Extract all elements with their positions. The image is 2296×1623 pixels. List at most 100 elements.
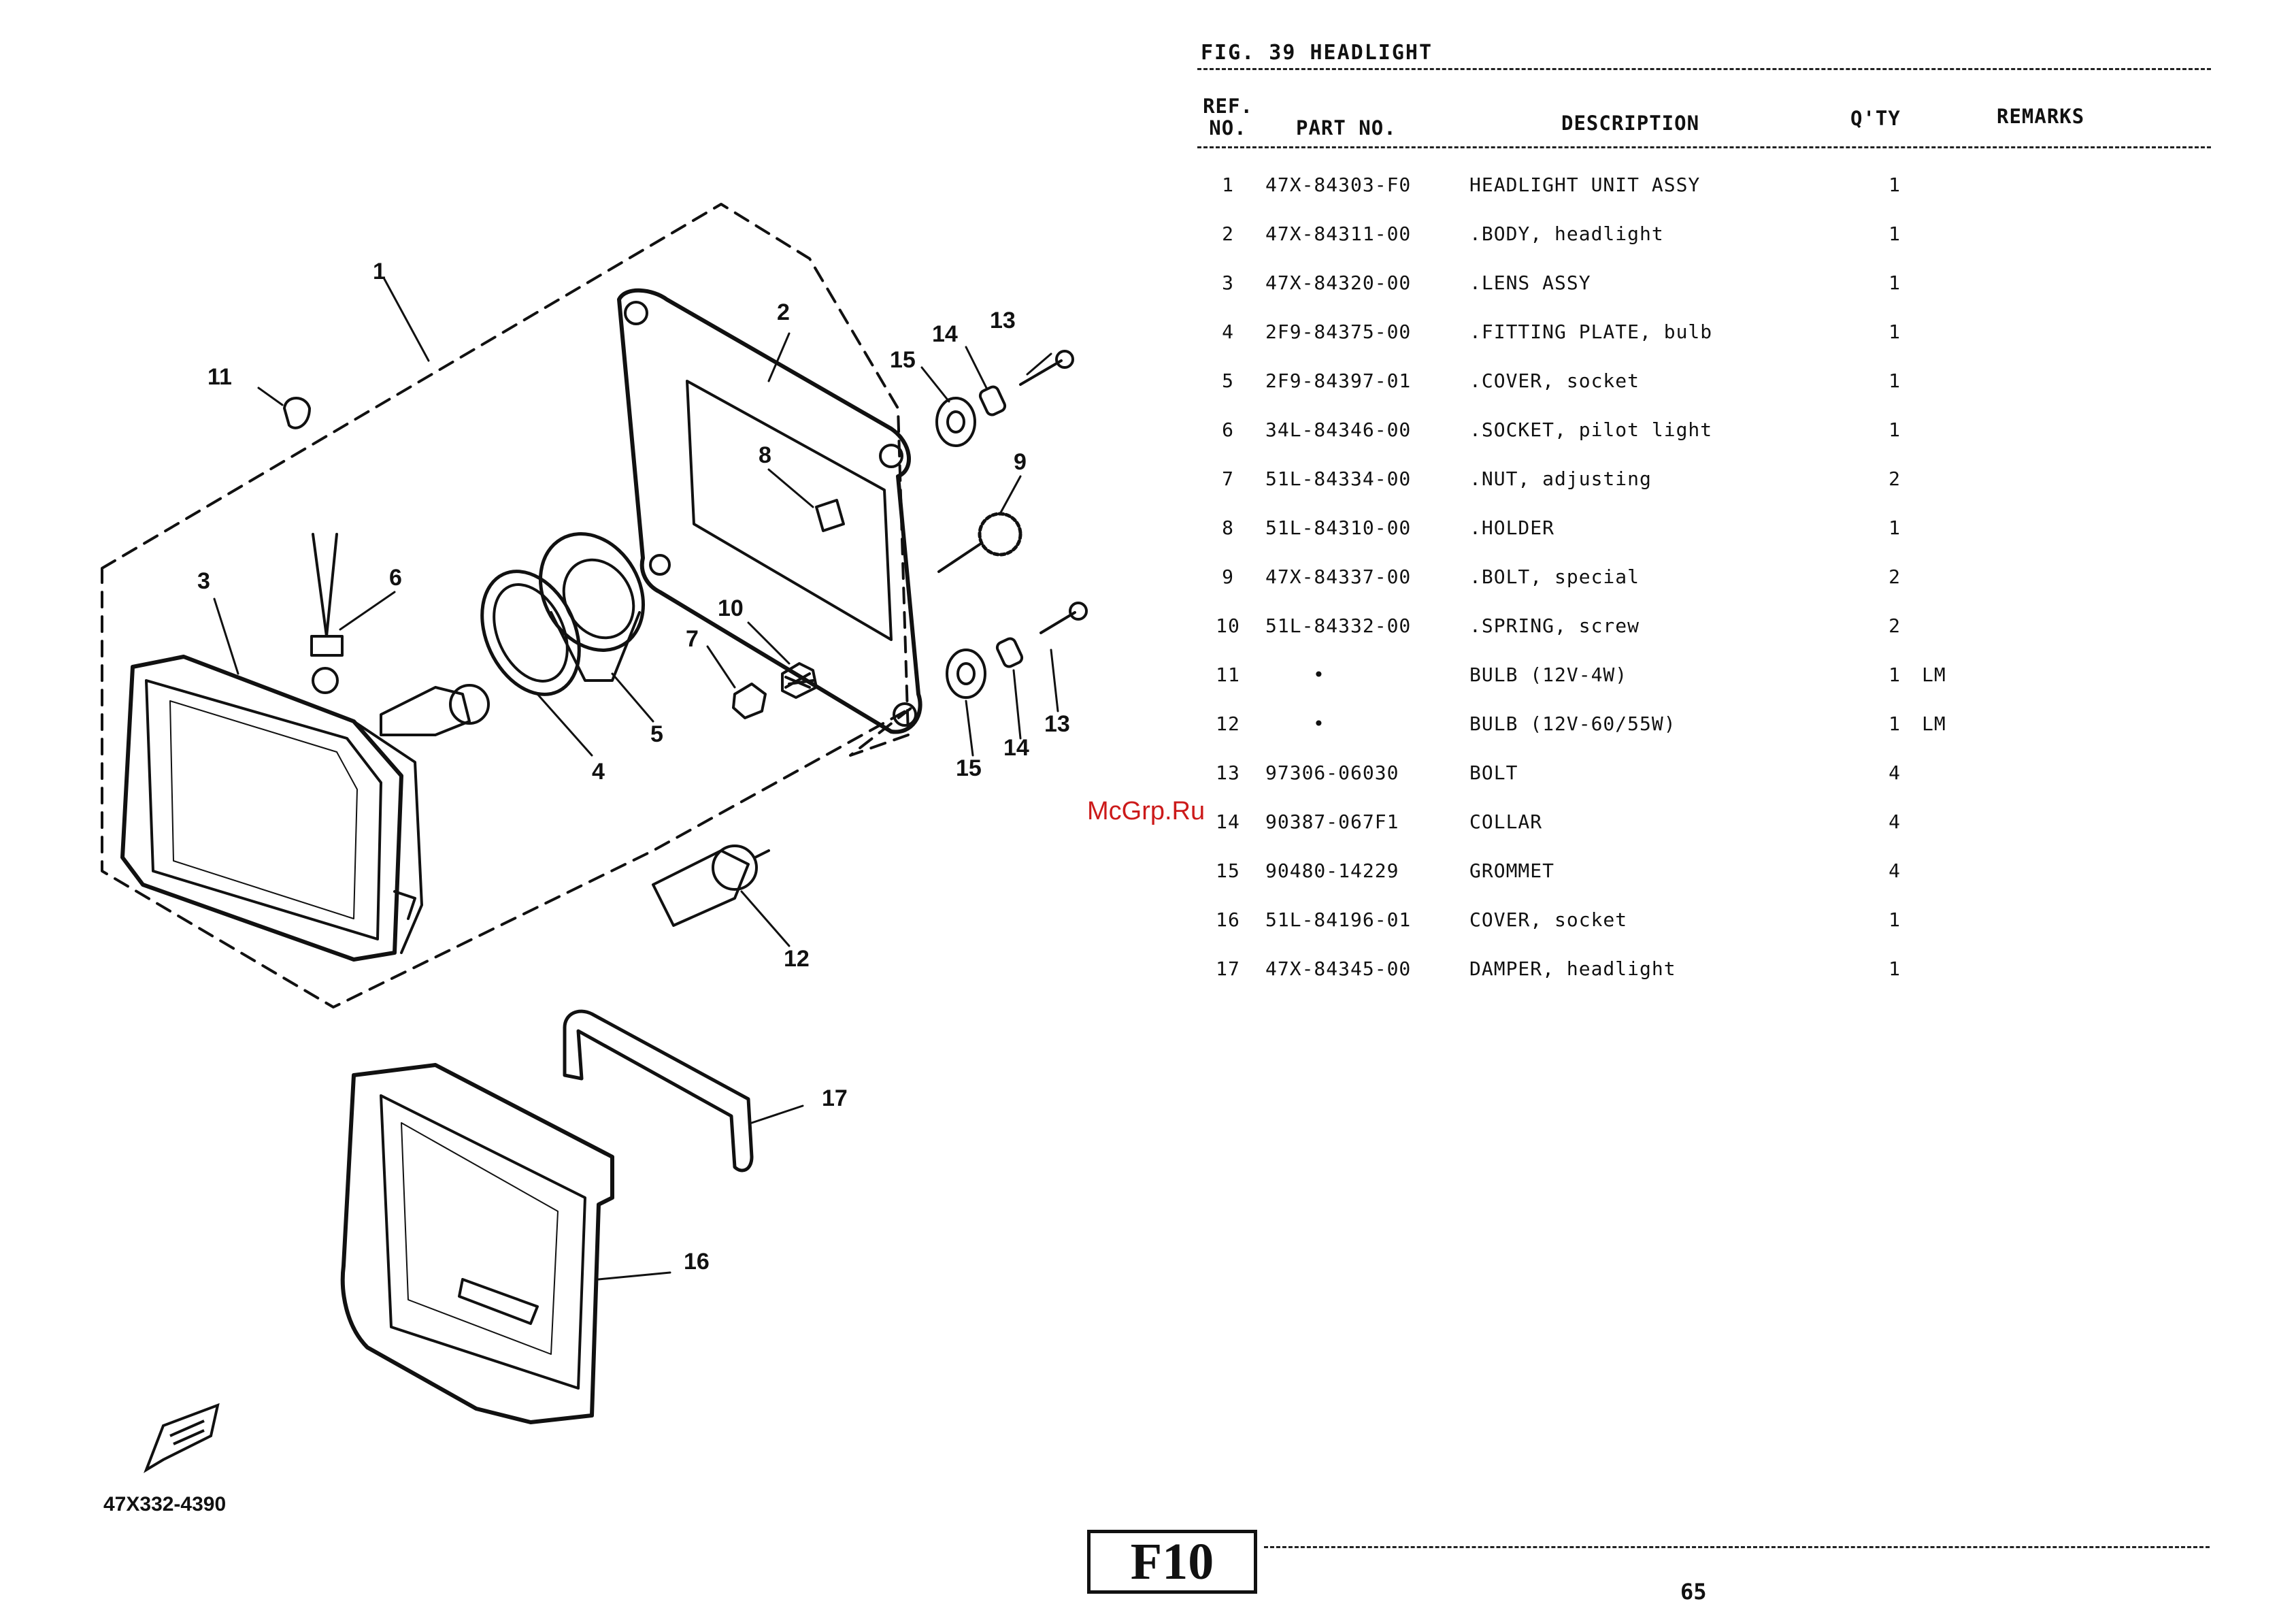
watermark: McGrp.Ru	[1087, 797, 1205, 825]
table-row: 9 47X-84337-00 .BOLT, special 2	[1194, 565, 2214, 593]
table-row: 10 51L-84332-00 .SPRING, screw 2	[1194, 614, 2214, 642]
nut-spring-shape	[732, 662, 818, 719]
cell-part-no: 47X-84345-00	[1265, 957, 1412, 980]
page-number: 65	[1680, 1579, 1707, 1605]
table-row: 16 51L-84196-01 COVER, socket 1	[1194, 908, 2214, 936]
cell-description: BOLT	[1469, 761, 1518, 784]
callout-3: 3	[197, 568, 210, 594]
housing-cover-shape	[340, 1063, 614, 1424]
table-row: 15 90480-14229 GROMMET 4	[1194, 859, 2214, 887]
cell-part-no: 2F9-84397-01	[1265, 370, 1412, 392]
cell-qty: 4	[1889, 761, 1901, 784]
cell-part-no: 47X-84320-00	[1265, 272, 1412, 294]
table-row: 13 97306-06030 BOLT 4	[1194, 761, 2214, 789]
cell-qty: 4	[1889, 859, 1901, 882]
cell-ref: 15	[1216, 859, 1240, 882]
top-hardware-shape	[935, 350, 1074, 447]
main-bulb-shape	[652, 845, 770, 927]
callout-2: 2	[777, 299, 790, 325]
table-row: 11 • BULB (12V-4W) 1 LM	[1194, 663, 2214, 691]
table-row: 3 47X-84320-00 .LENS ASSY 1	[1194, 272, 2214, 299]
header-remarks: REMARKS	[1997, 105, 2085, 128]
table-row: 17 47X-84345-00 DAMPER, headlight 1	[1194, 957, 2214, 985]
callout-7: 7	[686, 626, 699, 652]
cell-description: .LENS ASSY	[1469, 272, 1591, 294]
header-part-no: PART NO.	[1296, 116, 1397, 140]
cell-description: .SPRING, screw	[1469, 614, 1640, 637]
cell-description: .BODY, headlight	[1469, 223, 1664, 245]
cell-description: .NUT, adjusting	[1469, 468, 1652, 490]
figure-title: FIG. 39 HEADLIGHT	[1201, 41, 1433, 65]
table-row: 5 2F9-84397-01 .COVER, socket 1	[1194, 370, 2214, 397]
cell-ref: 3	[1222, 272, 1234, 294]
socket-cover-shape	[539, 532, 645, 682]
cell-ref: 1	[1222, 174, 1234, 196]
cell-description: GROMMET	[1469, 859, 1555, 882]
title-rule	[1197, 68, 2211, 70]
cell-part-no: •	[1313, 712, 1325, 735]
cell-part-no: 2F9-84375-00	[1265, 321, 1412, 343]
callout-13-top: 13	[990, 308, 1016, 333]
cell-ref: 11	[1216, 663, 1240, 686]
cell-part-no: 97306-06030	[1265, 761, 1399, 784]
footer-rule	[1264, 1546, 2210, 1548]
callout-14-bottom: 14	[1003, 735, 1029, 761]
cell-qty: 1	[1889, 517, 1901, 539]
table-row: 2 47X-84311-00 .BODY, headlight 1	[1194, 223, 2214, 250]
cell-part-no: 47X-84303-F0	[1265, 174, 1412, 196]
cell-ref: 17	[1216, 957, 1240, 980]
table-row: 7 51L-84334-00 .NUT, adjusting 2	[1194, 468, 2214, 495]
table-row: 14 90387-067F1 COLLAR 4	[1194, 810, 2214, 838]
callout-4: 4	[592, 759, 605, 785]
cell-ref: 2	[1222, 223, 1234, 245]
cell-part-no: 51L-84334-00	[1265, 468, 1412, 490]
callout-11: 11	[207, 364, 232, 390]
cell-qty: 1	[1889, 712, 1901, 735]
cell-ref: 13	[1216, 761, 1240, 784]
table-row: 4 2F9-84375-00 .FITTING PLATE, bulb 1	[1194, 321, 2214, 348]
cell-description: BULB (12V-60/55W)	[1469, 712, 1676, 735]
cell-part-no: 47X-84311-00	[1265, 223, 1412, 245]
cell-qty: 1	[1889, 272, 1901, 294]
cell-ref: 12	[1216, 712, 1240, 735]
callout-14-top: 14	[932, 321, 958, 347]
header-description: DESCRIPTION	[1561, 112, 1700, 135]
cell-qty: 1	[1889, 663, 1901, 686]
body-bracket-shape	[617, 288, 922, 734]
cell-ref: 5	[1222, 370, 1234, 392]
callout-9: 9	[1014, 449, 1027, 475]
cell-qty: 2	[1889, 565, 1901, 588]
cell-qty: 1	[1889, 370, 1901, 392]
f10-arrow-icon	[144, 1403, 220, 1473]
cell-part-no: 90480-14229	[1265, 859, 1399, 882]
assembly-boundary	[101, 203, 913, 1009]
exploded-diagram: 1 2 3 4 5 6 7 8 9 10 11 12 13 13 14 14 1…	[0, 0, 1102, 1623]
cell-description: HEADLIGHT UNIT ASSY	[1469, 174, 1701, 196]
cell-ref: 16	[1216, 908, 1240, 931]
lens-assy-shape	[120, 655, 423, 962]
cell-remarks: LM	[1922, 663, 1946, 686]
cell-qty: 2	[1889, 614, 1901, 637]
cell-ref: 8	[1222, 517, 1234, 539]
cell-part-no: •	[1313, 663, 1325, 686]
cell-description: .BOLT, special	[1469, 565, 1640, 588]
cell-part-no: 51L-84332-00	[1265, 614, 1412, 637]
pilot-socket-shape	[310, 533, 344, 694]
small-bulb-shape	[283, 397, 311, 429]
header-ref-no: REF. NO.	[1203, 95, 1253, 140]
cell-ref: 7	[1222, 468, 1234, 490]
cell-description: COVER, socket	[1469, 908, 1628, 931]
cell-ref: 4	[1222, 321, 1234, 343]
cell-qty: 1	[1889, 321, 1901, 343]
callout-5: 5	[650, 721, 663, 747]
cell-description: .SOCKET, pilot light	[1469, 419, 1713, 441]
header-rule	[1197, 146, 2211, 148]
cell-qty: 1	[1889, 223, 1901, 245]
callout-15-bottom: 15	[956, 755, 982, 781]
holder-shape	[815, 499, 845, 532]
callout-1: 1	[373, 259, 386, 284]
table-row: 12 • BULB (12V-60/55W) 1 LM	[1194, 712, 2214, 740]
cell-ref: 6	[1222, 419, 1234, 441]
cell-part-no: 90387-067F1	[1265, 810, 1399, 833]
cell-description: .HOLDER	[1469, 517, 1555, 539]
